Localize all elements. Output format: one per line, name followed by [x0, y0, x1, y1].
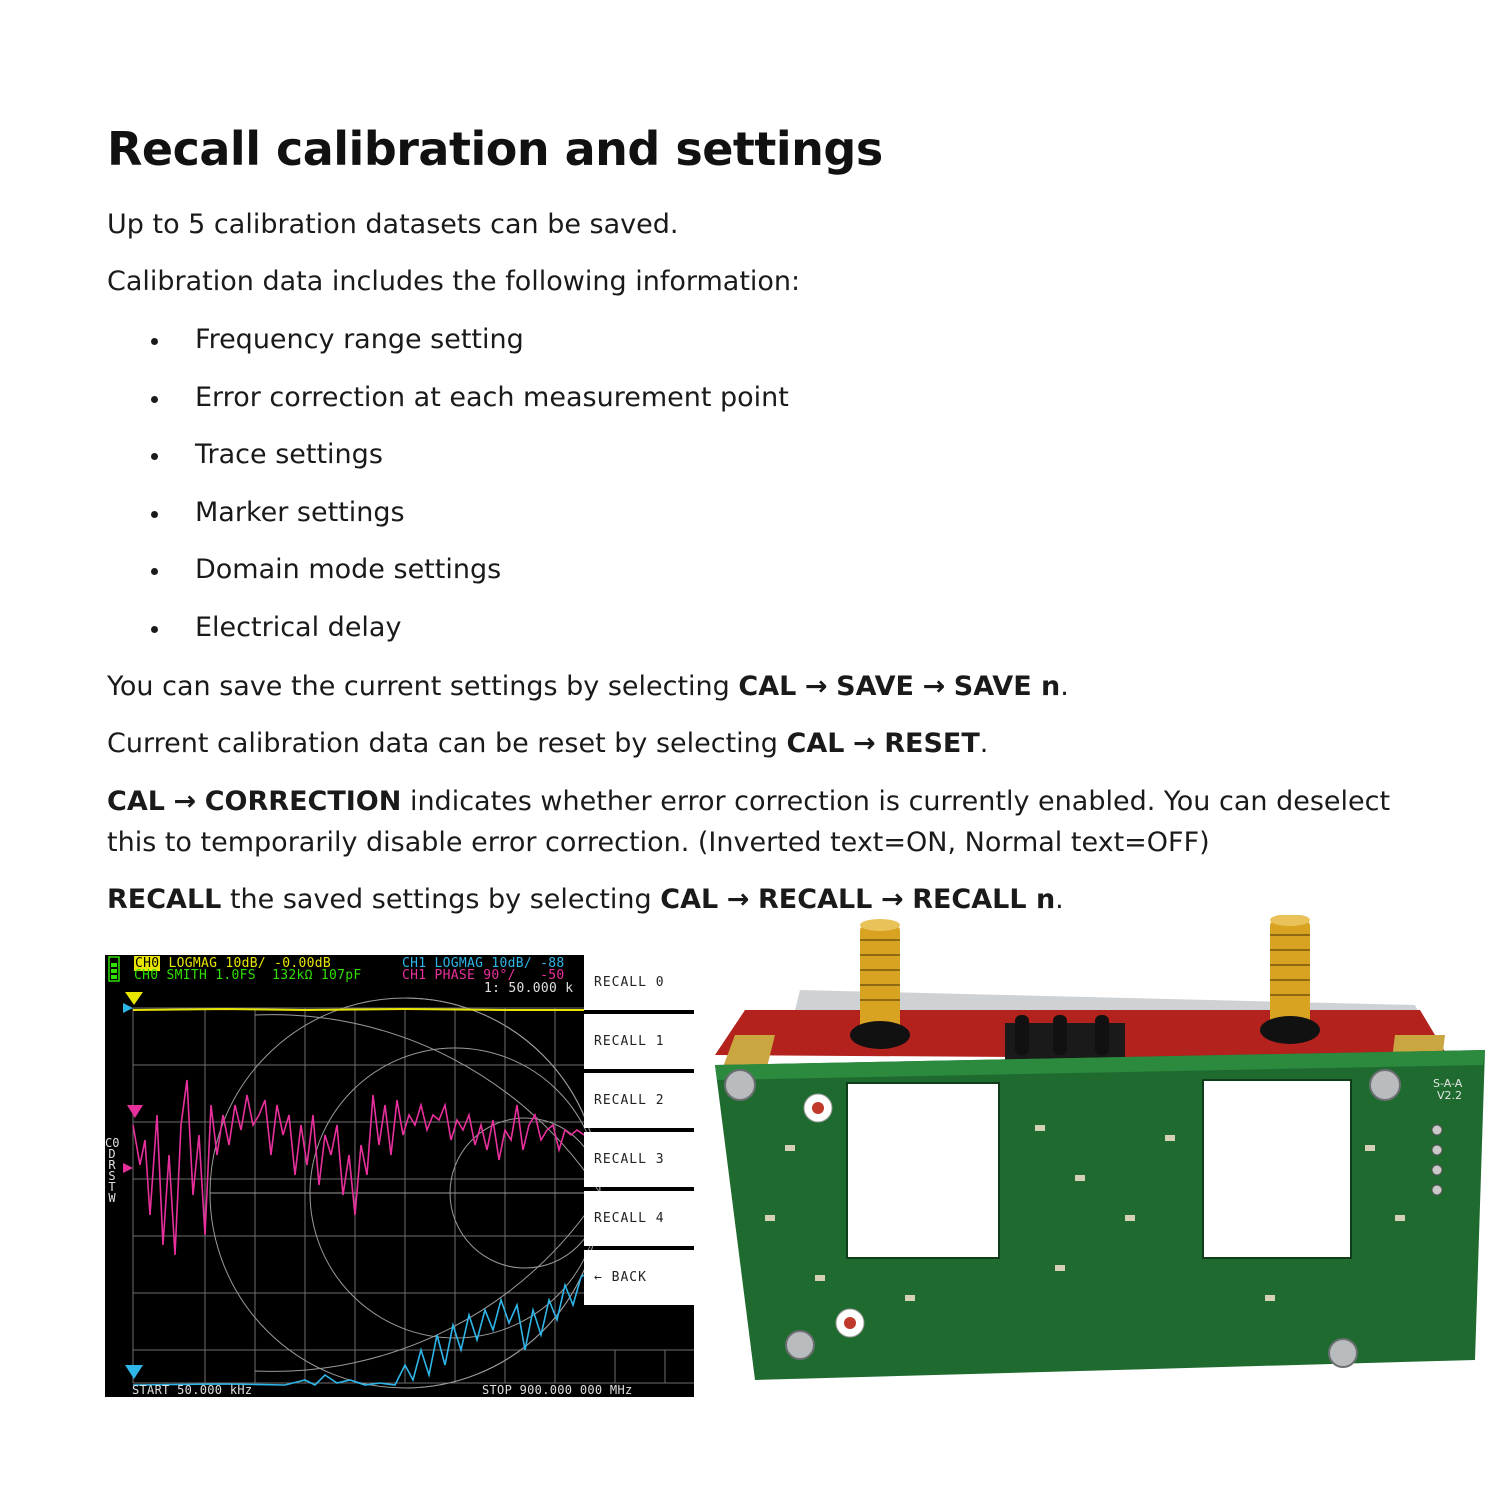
intro-text: Up to 5 calibration datasets can be save… — [107, 209, 679, 240]
trace-plot — [108, 956, 694, 1389]
bullet-icon — [151, 568, 158, 576]
list-item: Domain mode settings — [107, 548, 789, 606]
board-model-silkscreen: S-A-A — [1433, 1077, 1463, 1090]
recall-0-button[interactable]: RECALL 0 — [584, 955, 694, 1010]
recall-paragraph: RECALL the saved settings by selecting C… — [107, 884, 1064, 915]
ch0-smith-header: CH0 SMITH 1.0FS 132kΩ 107pF — [134, 968, 362, 983]
ref-arrow-icon — [123, 1163, 133, 1173]
grid — [132, 1007, 694, 1384]
bullet-icon — [151, 338, 158, 345]
ch1-phase-header: CH1 PHASE 90°/ -50 — [402, 968, 565, 983]
pcb-illustration: S-A-A V2.2 — [715, 914, 1485, 1380]
battery-icon — [108, 956, 120, 982]
ch1-reference-icon — [127, 1105, 143, 1118]
side-menu-label: C0 D R S T W — [105, 1136, 120, 1205]
ch0-logmag-header: CH0 LOGMAG 10dB/ -0.00dB — [134, 956, 332, 971]
page-title: Recall calibration and settings — [107, 122, 883, 176]
list-item: Frequency range setting — [107, 318, 789, 376]
bullet-icon — [151, 625, 158, 633]
recall-4-button[interactable]: RECALL 4 — [584, 1191, 694, 1246]
arrow-icon: → — [173, 786, 197, 817]
arrow-icon: → — [726, 884, 750, 915]
save-paragraph: You can save the current settings by sel… — [107, 671, 1069, 702]
list-item: Trace settings — [107, 433, 789, 491]
arrow-icon: → — [853, 728, 876, 759]
board-version-silkscreen: V2.2 — [1437, 1089, 1462, 1102]
recall-menu: RECALL 0 RECALL 1 RECALL 2 RECALL 3 RECA… — [584, 955, 694, 1305]
arrow-icon: → — [922, 671, 946, 702]
ch0-trace — [132, 1007, 584, 1012]
list-item: Marker settings — [107, 491, 789, 549]
bullet-icon — [151, 395, 158, 403]
ch1-logmag-header: CH1 LOGMAG 10dB/ -88 — [402, 956, 565, 971]
list-item: Error correction at each measurement poi… — [107, 376, 789, 434]
ch1-phase-trace — [132, 1079, 585, 1256]
marker-readout: 1: 50.000 k — [484, 981, 574, 996]
start-frequency: START 50.000 kHz — [132, 1383, 253, 1397]
arrow-icon: → — [804, 671, 828, 702]
bullet-icon — [151, 453, 158, 461]
reset-paragraph: Current calibration data can be reset by… — [107, 728, 989, 759]
ch1-logmag-trace — [132, 1274, 585, 1386]
marker-1-icon — [125, 992, 143, 1005]
recall-1-button[interactable]: RECALL 1 — [584, 1014, 694, 1069]
ch1-cyan-reference-icon — [125, 1365, 143, 1379]
recall-2-button[interactable]: RECALL 2 — [584, 1073, 694, 1128]
calibration-contents-list: Frequency range setting Error correction… — [107, 318, 789, 664]
back-button[interactable]: ← BACK — [584, 1250, 694, 1305]
stop-frequency: STOP 900.000 000 MHz — [482, 1383, 633, 1397]
sma-connector-port2 — [1260, 914, 1320, 1044]
nanovna-screen: CH0 LOGMAG 10dB/ -0.00dB CH0 SMITH 1.0FS… — [105, 955, 694, 1397]
correction-paragraph: CAL → CORRECTION indicates whether error… — [107, 786, 1391, 858]
list-item: Electrical delay — [107, 606, 789, 664]
includes-label: Calibration data includes the following … — [107, 266, 801, 297]
arrow-icon: → — [880, 884, 904, 915]
ref-arrow-icon — [123, 1003, 133, 1013]
bullet-icon — [151, 510, 158, 518]
sma-connector-port1 — [850, 919, 910, 1049]
recall-3-button[interactable]: RECALL 3 — [584, 1132, 694, 1187]
board-photo: S-A-A V2.2 — [705, 914, 1495, 1475]
